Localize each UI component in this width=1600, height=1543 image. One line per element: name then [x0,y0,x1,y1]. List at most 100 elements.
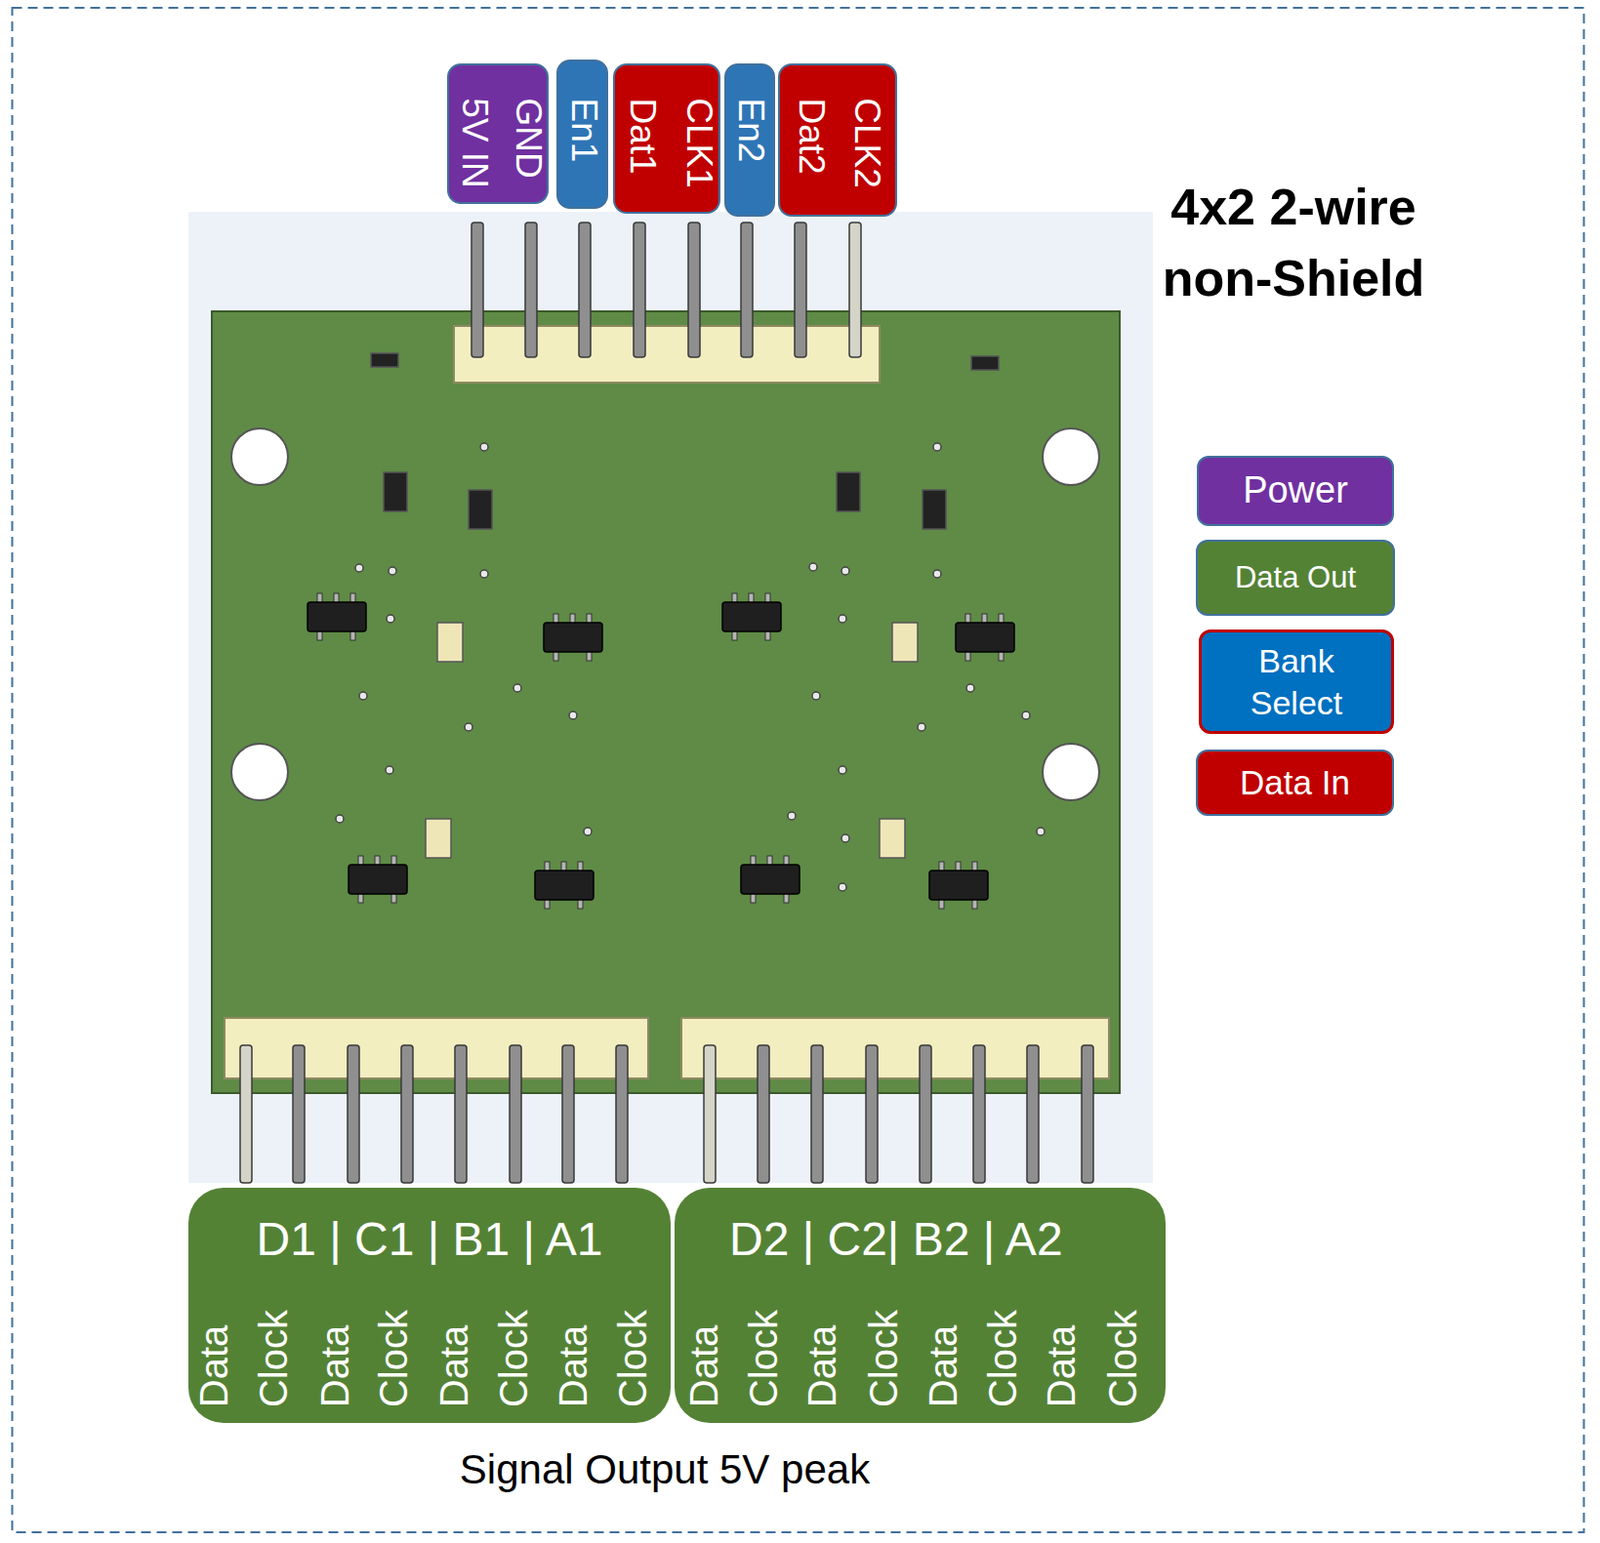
bank-select-pin-label: En2 [724,63,776,217]
pin-header [453,326,880,383]
pin [740,222,753,358]
via [583,827,592,836]
bank-select-pin-label: En1 [556,59,609,209]
signal-label: Clock [863,1310,903,1408]
via [480,570,489,578]
ic-symbol [543,614,603,661]
pin [454,1045,467,1184]
pin [811,1045,823,1184]
mounting-hole [1042,428,1100,486]
via [355,564,364,573]
mounting-hole [231,428,288,486]
resistor [370,353,399,368]
legend-swatch: Bank Select [1198,629,1395,735]
connector-group-label: D2 | C2| B2 | A2 [729,1216,1064,1264]
resistor [836,472,861,512]
via [359,692,368,700]
ic-symbol [955,614,1015,661]
pin [973,1045,985,1184]
ic-symbol [307,593,367,641]
via [385,766,394,775]
ic-symbol [534,861,594,909]
ic-symbol [929,861,988,909]
pin-label: Dat1 [624,97,661,174]
via [838,883,847,892]
pin-label: CLK2 [848,97,885,189]
signal-label: Data [923,1324,963,1408]
via [480,443,489,452]
signal-label: Data [1041,1324,1081,1408]
pin-label: CLK1 [680,97,717,189]
signal-label: Clock [253,1310,293,1408]
mounting-hole [1042,743,1100,801]
via [812,692,821,700]
via [569,711,577,720]
pin-label: En1 [566,97,603,163]
pin-header [224,1018,649,1079]
pin-label: En2 [733,97,770,163]
legend-label: Data Out [1234,559,1356,598]
data-in-pin-label: Dat2CLK2 [778,63,898,217]
pin [919,1045,932,1184]
pin [471,222,484,358]
mounting-holes [231,428,1100,801]
vias [335,443,1045,892]
via [841,834,850,843]
pin [347,1045,360,1184]
pin [615,1045,628,1184]
mounting-hole [231,743,288,801]
via [513,684,522,693]
background-panel [188,211,1153,1184]
via [809,563,818,572]
ic-symbol [348,856,408,903]
pin [292,1045,305,1184]
signal-label: Clock [373,1310,413,1408]
signal-label: Data [553,1324,593,1408]
signal-label: Clock [743,1310,783,1408]
signal-label: Data [802,1324,842,1408]
signal-label: Data [434,1324,474,1408]
signal-label: Clock [493,1310,534,1408]
via [838,766,847,775]
pin-header [681,1018,1109,1079]
output-band: D2 | C2| B2 | A2 Data Clock Data Clock Data Cl… [674,1188,1166,1424]
signal-label: Clock [1103,1310,1143,1408]
ic-symbol [722,593,781,641]
pin-label: GND [510,97,547,178]
resistor [922,490,946,530]
capacitor [879,819,905,859]
signal-label: Clock [613,1310,653,1408]
pin [865,1045,878,1184]
pin [525,222,537,358]
pin [578,222,591,358]
output-band: D1 | C1 | B1 | A1DataClockDataClockDataC… [188,1188,671,1424]
via [933,570,942,578]
pcb-board [211,311,1120,1094]
via [838,615,847,623]
pin [1081,1045,1094,1184]
pin [509,1045,522,1184]
resistor [468,490,493,530]
pin [633,222,646,358]
legend-label: Data In [1239,761,1351,805]
via [787,812,796,821]
capacitor [892,622,918,662]
signal-label: Clock [983,1310,1023,1408]
title: 4x2 2-wire non-Shield [1142,171,1445,315]
pin-label: 5V IN [455,97,493,189]
via [388,567,397,575]
legend-swatch: Data In [1195,749,1395,817]
via [386,615,395,623]
dashed-frame [12,7,1585,1533]
via [1022,711,1030,720]
via [841,567,850,575]
capacitor [437,622,463,662]
pin [849,222,862,358]
via [464,723,473,732]
pin [794,222,807,358]
pin [703,1045,716,1184]
via [917,723,926,732]
power-pin-label: 5V IN GND [447,63,549,205]
via [335,815,344,823]
